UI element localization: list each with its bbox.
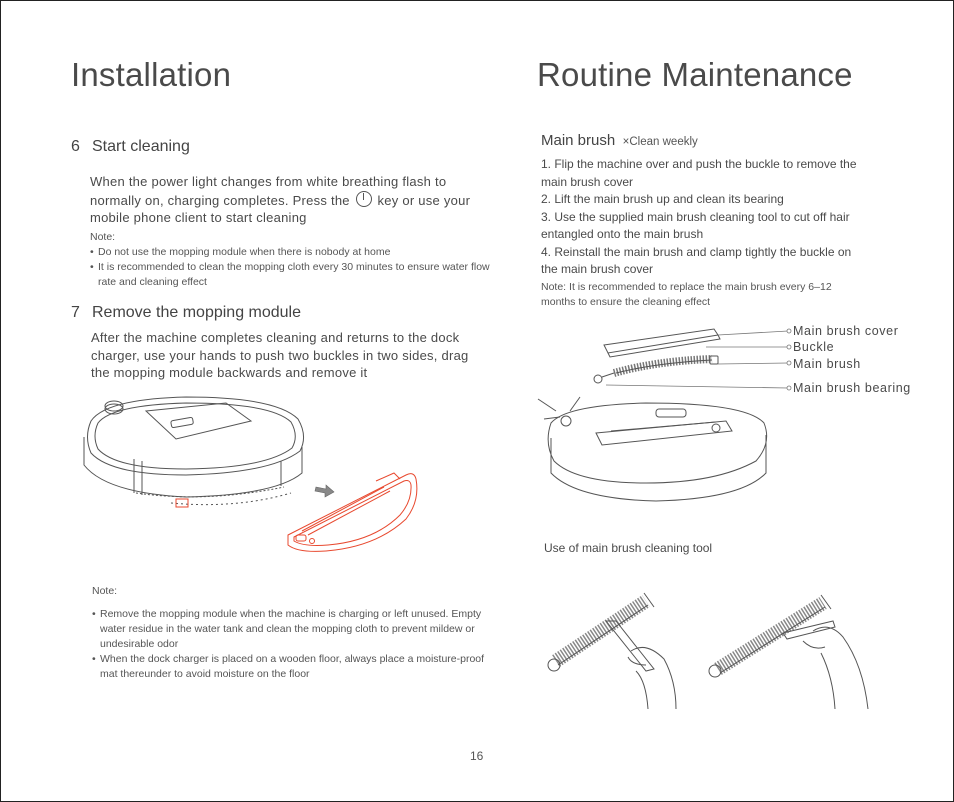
step-6-body: When the power light changes from white …: [90, 173, 485, 227]
main-brush-step: 3. Use the supplied main brush cleaning …: [541, 209, 850, 242]
step-6-note: Note: Do not use the mopping module when…: [90, 230, 495, 290]
installation-title: Installation: [71, 56, 232, 93]
cleaning-tool-illustration-2: [708, 594, 869, 710]
step-6-note-label: Note:: [90, 231, 116, 243]
bottom-note-item: When the dock charger is placed on a woo…: [92, 652, 502, 682]
callout-main-brush-cover: Main brush cover: [793, 324, 899, 338]
main-brush-step: 1. Flip the machine over and push the bu…: [541, 157, 857, 189]
routine-maintenance-title: Routine Maintenance: [537, 56, 853, 93]
cleaning-tool-illustration-1: [547, 592, 677, 710]
callout-main-brush-bearing: Main brush bearing: [793, 381, 911, 395]
step-7-number: 7: [71, 304, 80, 321]
main-brush-illustration: [537, 328, 792, 502]
main-brush-note-text: It is recommended to replace the main br…: [541, 281, 832, 308]
step-6-number: 6: [71, 138, 80, 155]
step-6-note-item: Do not use the mopping module when there…: [90, 245, 495, 260]
main-brush-heading: Main brush ×Clean weekly: [541, 132, 698, 150]
step-6-note-item: It is recommended to clean the mopping c…: [90, 260, 495, 290]
push-arrow-icon: [314, 484, 335, 498]
step-7-title: Remove the mopping module: [92, 304, 302, 321]
main-brush-note: Note: It is recommended to replace the m…: [541, 280, 856, 310]
bottom-note: Remove the mopping module when the machi…: [92, 607, 502, 682]
step-6-note-list: Do not use the mopping module when there…: [90, 245, 495, 290]
callout-main-brush: Main brush: [793, 357, 861, 371]
main-brush-steps: 1. Flip the machine over and push the bu…: [541, 156, 866, 279]
power-key-icon: [355, 190, 372, 207]
main-brush-step: 4. Reinstall the main brush and clamp ti…: [541, 244, 852, 277]
main-brush-title: Main brush: [541, 132, 616, 149]
tool-caption: Use of main brush cleaning tool: [544, 541, 713, 555]
step-6-body-end: key or use your mobile phone client to s…: [90, 192, 471, 226]
callout-buckle: Buckle: [793, 340, 835, 354]
main-brush-note-label: Note:: [541, 281, 567, 293]
step-6-body-start: When the power light changes from white …: [90, 174, 447, 208]
page-number: 16: [470, 749, 484, 763]
step-7-body: After the machine completes cleaning and…: [91, 330, 469, 380]
mopping-module-illustration: [83, 396, 418, 552]
main-brush-step: 2. Lift the main brush up and clean its …: [541, 192, 784, 206]
bottom-note-item: Remove the mopping module when the machi…: [92, 607, 502, 652]
step-6-title: Start cleaning: [92, 138, 190, 155]
step-7-heading: 7 Remove the mopping module: [71, 304, 301, 322]
step-6-heading: 6 Start cleaning: [71, 138, 190, 156]
clean-frequency: ×Clean weekly: [622, 136, 698, 148]
bottom-note-label: Note:: [92, 585, 118, 597]
bottom-note-list: Remove the mopping module when the machi…: [92, 607, 502, 682]
